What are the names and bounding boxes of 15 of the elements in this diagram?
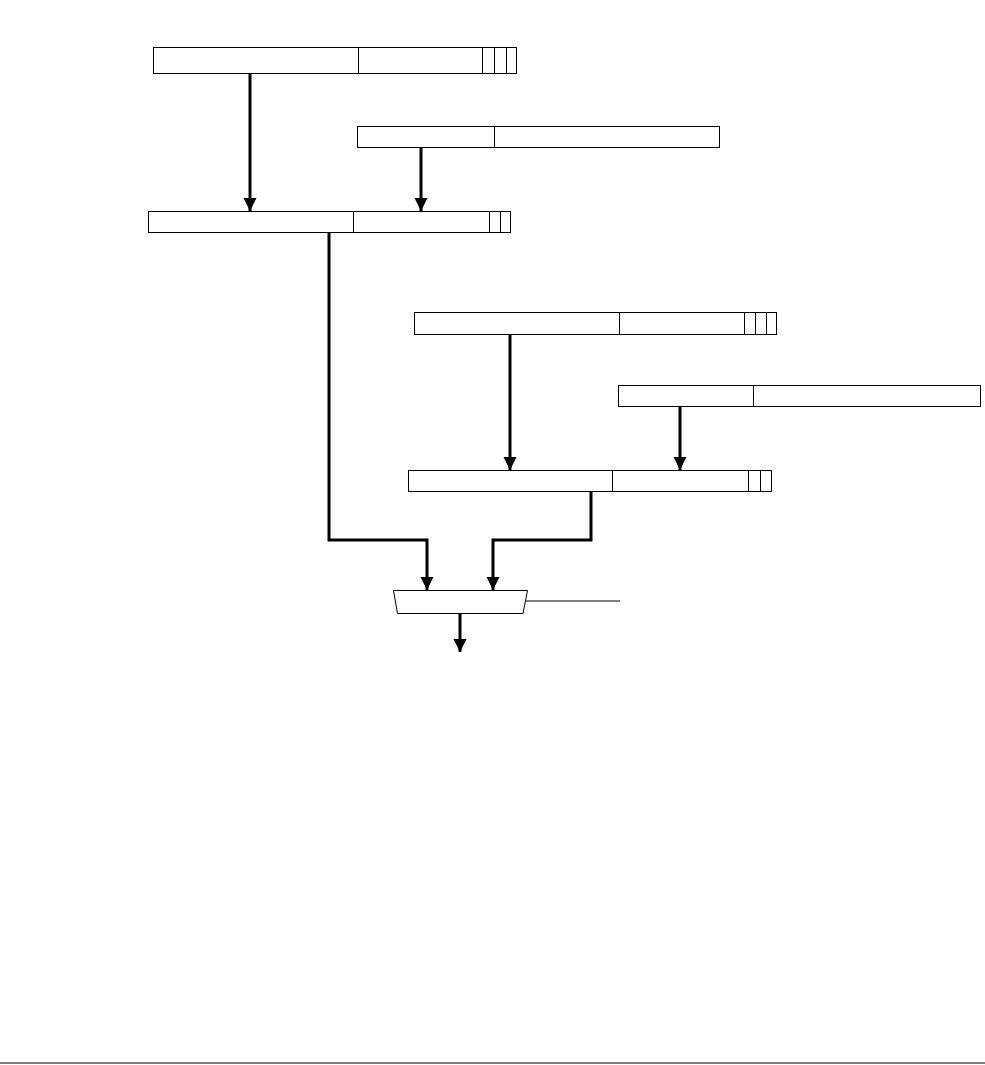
arrow [243, 74, 257, 211]
register-box [357, 126, 720, 148]
arrow [327, 233, 434, 590]
register-box [408, 470, 772, 492]
multiplexer-symbol [393, 590, 528, 614]
arrow [503, 335, 517, 470]
arrow [414, 148, 428, 211]
register-box [153, 47, 517, 74]
register-box [148, 211, 511, 233]
register-box [618, 385, 981, 407]
arrow [673, 407, 687, 470]
register-box [414, 312, 777, 335]
arrow [486, 492, 593, 590]
arrow [453, 614, 467, 652]
connector-line [525, 600, 621, 602]
